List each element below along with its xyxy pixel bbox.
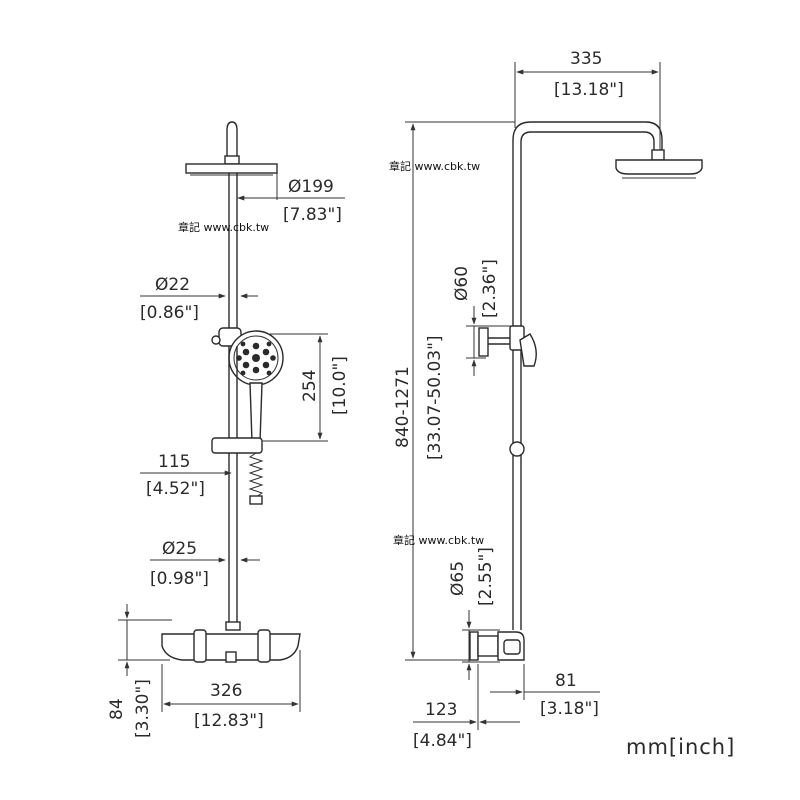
dim-total-height-inch: [33.07-50.03"] xyxy=(425,335,445,460)
dim-arm-reach-inch: [13.18"] xyxy=(554,80,624,100)
front-hose xyxy=(248,452,264,498)
dim-mixer-depth-inch: [3.18"] xyxy=(540,699,599,719)
side-arm xyxy=(512,121,663,328)
front-view xyxy=(161,121,301,663)
dim-head-diameter-mm: Ø199 xyxy=(288,177,334,197)
dim-hand-shower-inch: [10.0"] xyxy=(330,356,350,415)
front-holder xyxy=(211,437,263,454)
dim-pipe-upper-inch: [0.86"] xyxy=(140,303,199,323)
hand-shower-handle xyxy=(249,382,263,443)
dim-upper-bracket-inch: [2.36"] xyxy=(480,259,500,318)
side-lower-bracket xyxy=(469,631,479,661)
dim-holder-mm: 115 xyxy=(158,452,190,472)
dim-holder-inch: [4.52"] xyxy=(146,479,205,499)
dim-mixer-height-inch: [3.30"] xyxy=(133,679,153,738)
watermark-1: 章記 www.cbk.tw xyxy=(389,159,480,173)
dim-shelf-width-mm: 326 xyxy=(210,681,242,701)
watermark-2: 章記 www.cbk.tw xyxy=(178,220,269,234)
front-dimensions: Ø199 [7.83"] Ø22 [0.86"] 254 [10.0"] 115… xyxy=(107,164,350,738)
dim-arm-reach-mm: 335 xyxy=(570,49,602,69)
dim-shelf-width-inch: [12.83"] xyxy=(194,711,264,731)
dim-upper-bracket-mm: Ø60 xyxy=(452,266,472,301)
dim-wall-offset-mm: 123 xyxy=(425,700,457,720)
side-view xyxy=(469,121,703,661)
hand-shower-head xyxy=(228,330,284,386)
front-head-connector xyxy=(224,155,240,165)
dim-lower-bracket-mm: Ø65 xyxy=(448,561,468,596)
dim-mixer-depth-mm: 81 xyxy=(555,671,577,691)
units-label: mm[inch] xyxy=(626,735,735,759)
side-rain-head xyxy=(615,159,703,175)
dim-total-height-mm: 840-1271 xyxy=(393,366,413,448)
dim-wall-offset-inch: [4.84"] xyxy=(413,731,472,751)
dim-lower-bracket-inch: [2.55"] xyxy=(476,547,496,606)
dim-pipe-upper-mm: Ø22 xyxy=(155,275,190,295)
dim-mixer-height-mm: 84 xyxy=(107,698,127,720)
front-rain-head xyxy=(185,163,278,174)
dim-head-diameter-inch: [7.83"] xyxy=(283,205,342,225)
dim-pipe-lower-inch: [0.98"] xyxy=(150,569,209,589)
dim-hand-shower-mm: 254 xyxy=(300,370,320,402)
dim-pipe-lower-mm: Ø25 xyxy=(162,539,197,559)
front-gooseneck xyxy=(226,121,238,160)
watermark-3: 章記 www.cbk.tw xyxy=(393,533,484,547)
side-hand-shower xyxy=(519,333,537,367)
side-dimensions: 335 [13.18"] 840-1271 [33.07-50.03"] Ø60… xyxy=(393,49,661,751)
side-upper-bracket xyxy=(478,327,489,357)
